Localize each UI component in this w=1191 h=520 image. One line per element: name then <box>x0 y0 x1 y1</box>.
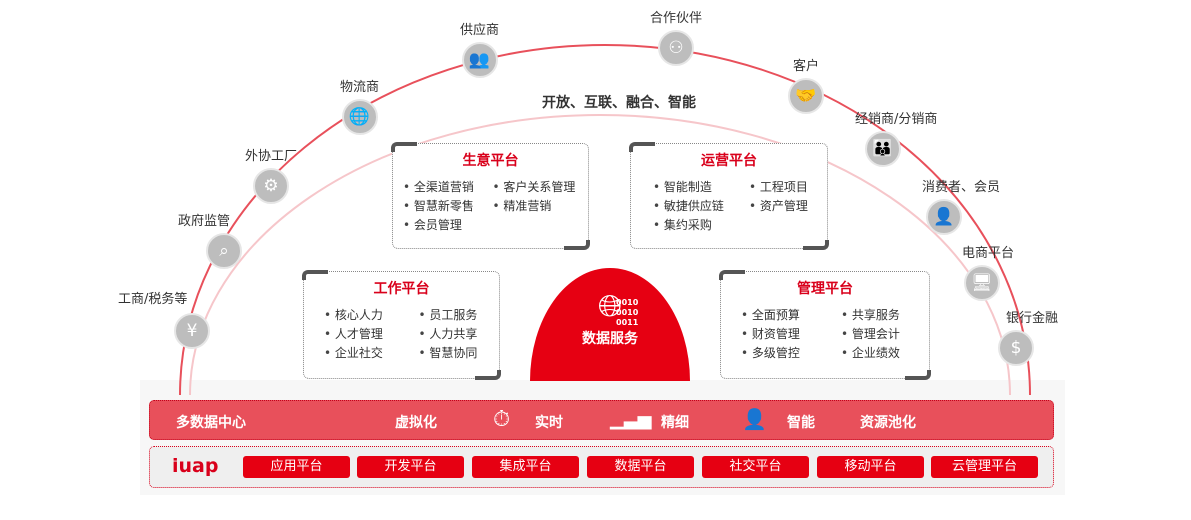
node-ecommerce: 电商平台 🖥 <box>962 242 1014 301</box>
item: 资产管理 <box>749 197 817 214</box>
platform-integration[interactable]: 集成平台 <box>472 456 579 478</box>
item: 集约采购 <box>653 216 733 233</box>
item: 精准营销 <box>493 197 579 214</box>
gear-icon: ⚙ <box>253 168 289 204</box>
people-icon: 👥 <box>461 42 498 78</box>
band-item: 实时 <box>535 415 563 431</box>
card-items: 全面预算 共享服务财资管理 管理会计多级管控 企业绩效 <box>731 306 919 361</box>
platform-mobile[interactable]: 移动平台 <box>817 456 924 478</box>
band-item: 虚拟化 <box>395 415 437 431</box>
platform-social[interactable]: 社交平台 <box>702 456 809 478</box>
item: 客户关系管理 <box>493 178 579 195</box>
partners-icon: ⚇ <box>658 30 694 66</box>
bits-line: 0010 <box>616 308 639 317</box>
node-tax: 工商/税务等 ¥ <box>118 288 210 349</box>
item: 员工服务 <box>419 306 490 323</box>
inner-arc <box>189 114 1011 396</box>
globe-runner-icon: 🌐 <box>341 99 378 135</box>
item: 人力共享 <box>419 325 490 342</box>
card-items: 智能制造工程项目敏捷供应链资产管理集约采购 <box>641 178 817 233</box>
item: 核心人力 <box>324 306 395 323</box>
platform-app[interactable]: 应用平台 <box>243 456 350 478</box>
node-label: 消费者、会员 <box>922 180 1001 195</box>
node-gov: 政府监管 ⌕ <box>178 210 242 269</box>
node-partner: 合作伙伴 ⚇ <box>650 7 702 66</box>
item: 敏捷供应链 <box>653 197 733 214</box>
node-bank: 银行金融 $ <box>998 307 1058 366</box>
computer-icon: 🖥 <box>964 265 1000 301</box>
item: 人才管理 <box>324 325 395 342</box>
business-platform-card: 生意平台 全渠道营销客户关系管理智慧新零售精准营销会员管理 <box>391 142 590 250</box>
outer-arc <box>179 44 1031 396</box>
globe-icon: 🌐︎ <box>598 289 622 324</box>
item: 智能制造 <box>653 178 733 195</box>
node-logistics: 物流商 🌐 <box>340 76 379 135</box>
node-factory: 外协工厂 ⚙ <box>245 145 297 204</box>
stopwatch-icon: ⏱ <box>493 407 511 432</box>
node-label: 银行金融 <box>1006 311 1059 326</box>
node-label: 工商/税务等 <box>118 292 188 307</box>
data-service-title: 数据服务 <box>582 331 638 347</box>
platform-dev[interactable]: 开发平台 <box>357 456 464 478</box>
user-icon: 👤 <box>926 199 962 235</box>
work-platform-card: 工作平台 核心人力 员工服务人才管理 人力共享企业社交 智慧协同 <box>302 270 501 380</box>
dollar-icon: $ <box>998 330 1034 366</box>
card-items: 全渠道营销客户关系管理智慧新零售精准营销会员管理 <box>403 178 578 233</box>
node-supplier: 供应商 👥 <box>460 19 499 78</box>
slogan: 开放、互联、融合、智能 <box>542 95 696 111</box>
node-label: 经销商/分销商 <box>855 112 938 127</box>
item: 智慧协同 <box>419 344 490 361</box>
band-item: 智能 <box>787 415 815 431</box>
operations-platform-card: 运营平台 智能制造工程项目敏捷供应链资产管理集约采购 <box>629 142 829 250</box>
card-title: 工作平台 <box>373 281 430 297</box>
head-idea-icon: 👤 <box>742 407 767 431</box>
item: 多级管控 <box>741 344 819 361</box>
card-title: 运营平台 <box>701 153 757 169</box>
card-title: 管理平台 <box>797 281 853 297</box>
node-label: 外协工厂 <box>245 149 298 164</box>
item: 全面预算 <box>741 306 819 323</box>
node-label: 政府监管 <box>178 214 231 229</box>
node-consumer: 消费者、会员 👤 <box>922 176 1000 235</box>
node-distributor: 经销商/分销商 👪 <box>855 108 937 167</box>
node-customer: 客户 🤝 <box>788 55 824 114</box>
iuap-band: iuap 应用平台 开发平台 集成平台 数据平台 社交平台 移动平台 云管理平台 <box>149 446 1054 488</box>
item: 智慧新零售 <box>403 197 477 214</box>
node-label: 合作伙伴 <box>650 11 703 26</box>
band-item: 精细 <box>661 415 689 431</box>
band-item: 多数据中心 <box>176 415 246 431</box>
platform-data[interactable]: 数据平台 <box>587 456 694 478</box>
management-platform-card: 管理平台 全面预算 共享服务财资管理 管理会计多级管控 企业绩效 <box>719 270 931 380</box>
node-label: 物流商 <box>340 80 380 95</box>
item: 财资管理 <box>741 325 819 342</box>
node-label: 电商平台 <box>962 246 1015 261</box>
item: 会员管理 <box>403 216 477 233</box>
infrastructure-band: 多数据中心 虚拟化 ⏱ 实时 ▁▃▅ 精细 👤 智能 资源池化 <box>149 400 1054 440</box>
handshake-icon: 🤝 <box>788 78 824 114</box>
node-label: 供应商 <box>460 23 500 38</box>
card-title: 生意平台 <box>462 153 519 169</box>
bar-chart-icon: ▁▃▅ <box>610 409 652 430</box>
item: 企业社交 <box>324 344 395 361</box>
item: 管理会计 <box>841 325 919 342</box>
iuap-logo: iuap <box>172 455 219 477</box>
item: 工程项目 <box>749 178 817 195</box>
bits-line: 0011 <box>616 318 639 327</box>
card-items: 核心人力 员工服务人才管理 人力共享企业社交 智慧协同 <box>314 306 489 361</box>
node-label: 客户 <box>792 59 819 74</box>
item: 共享服务 <box>841 306 919 323</box>
group-icon: 👪 <box>865 131 901 167</box>
platform-cloud-mgmt[interactable]: 云管理平台 <box>931 456 1038 478</box>
band-item: 资源池化 <box>860 415 916 431</box>
item: 全渠道营销 <box>403 178 477 195</box>
magnifier-icon: ⌕ <box>206 233 242 269</box>
item: 企业绩效 <box>841 344 919 361</box>
bits-line: 0010 <box>616 298 639 307</box>
yen-icon: ¥ <box>174 313 210 349</box>
